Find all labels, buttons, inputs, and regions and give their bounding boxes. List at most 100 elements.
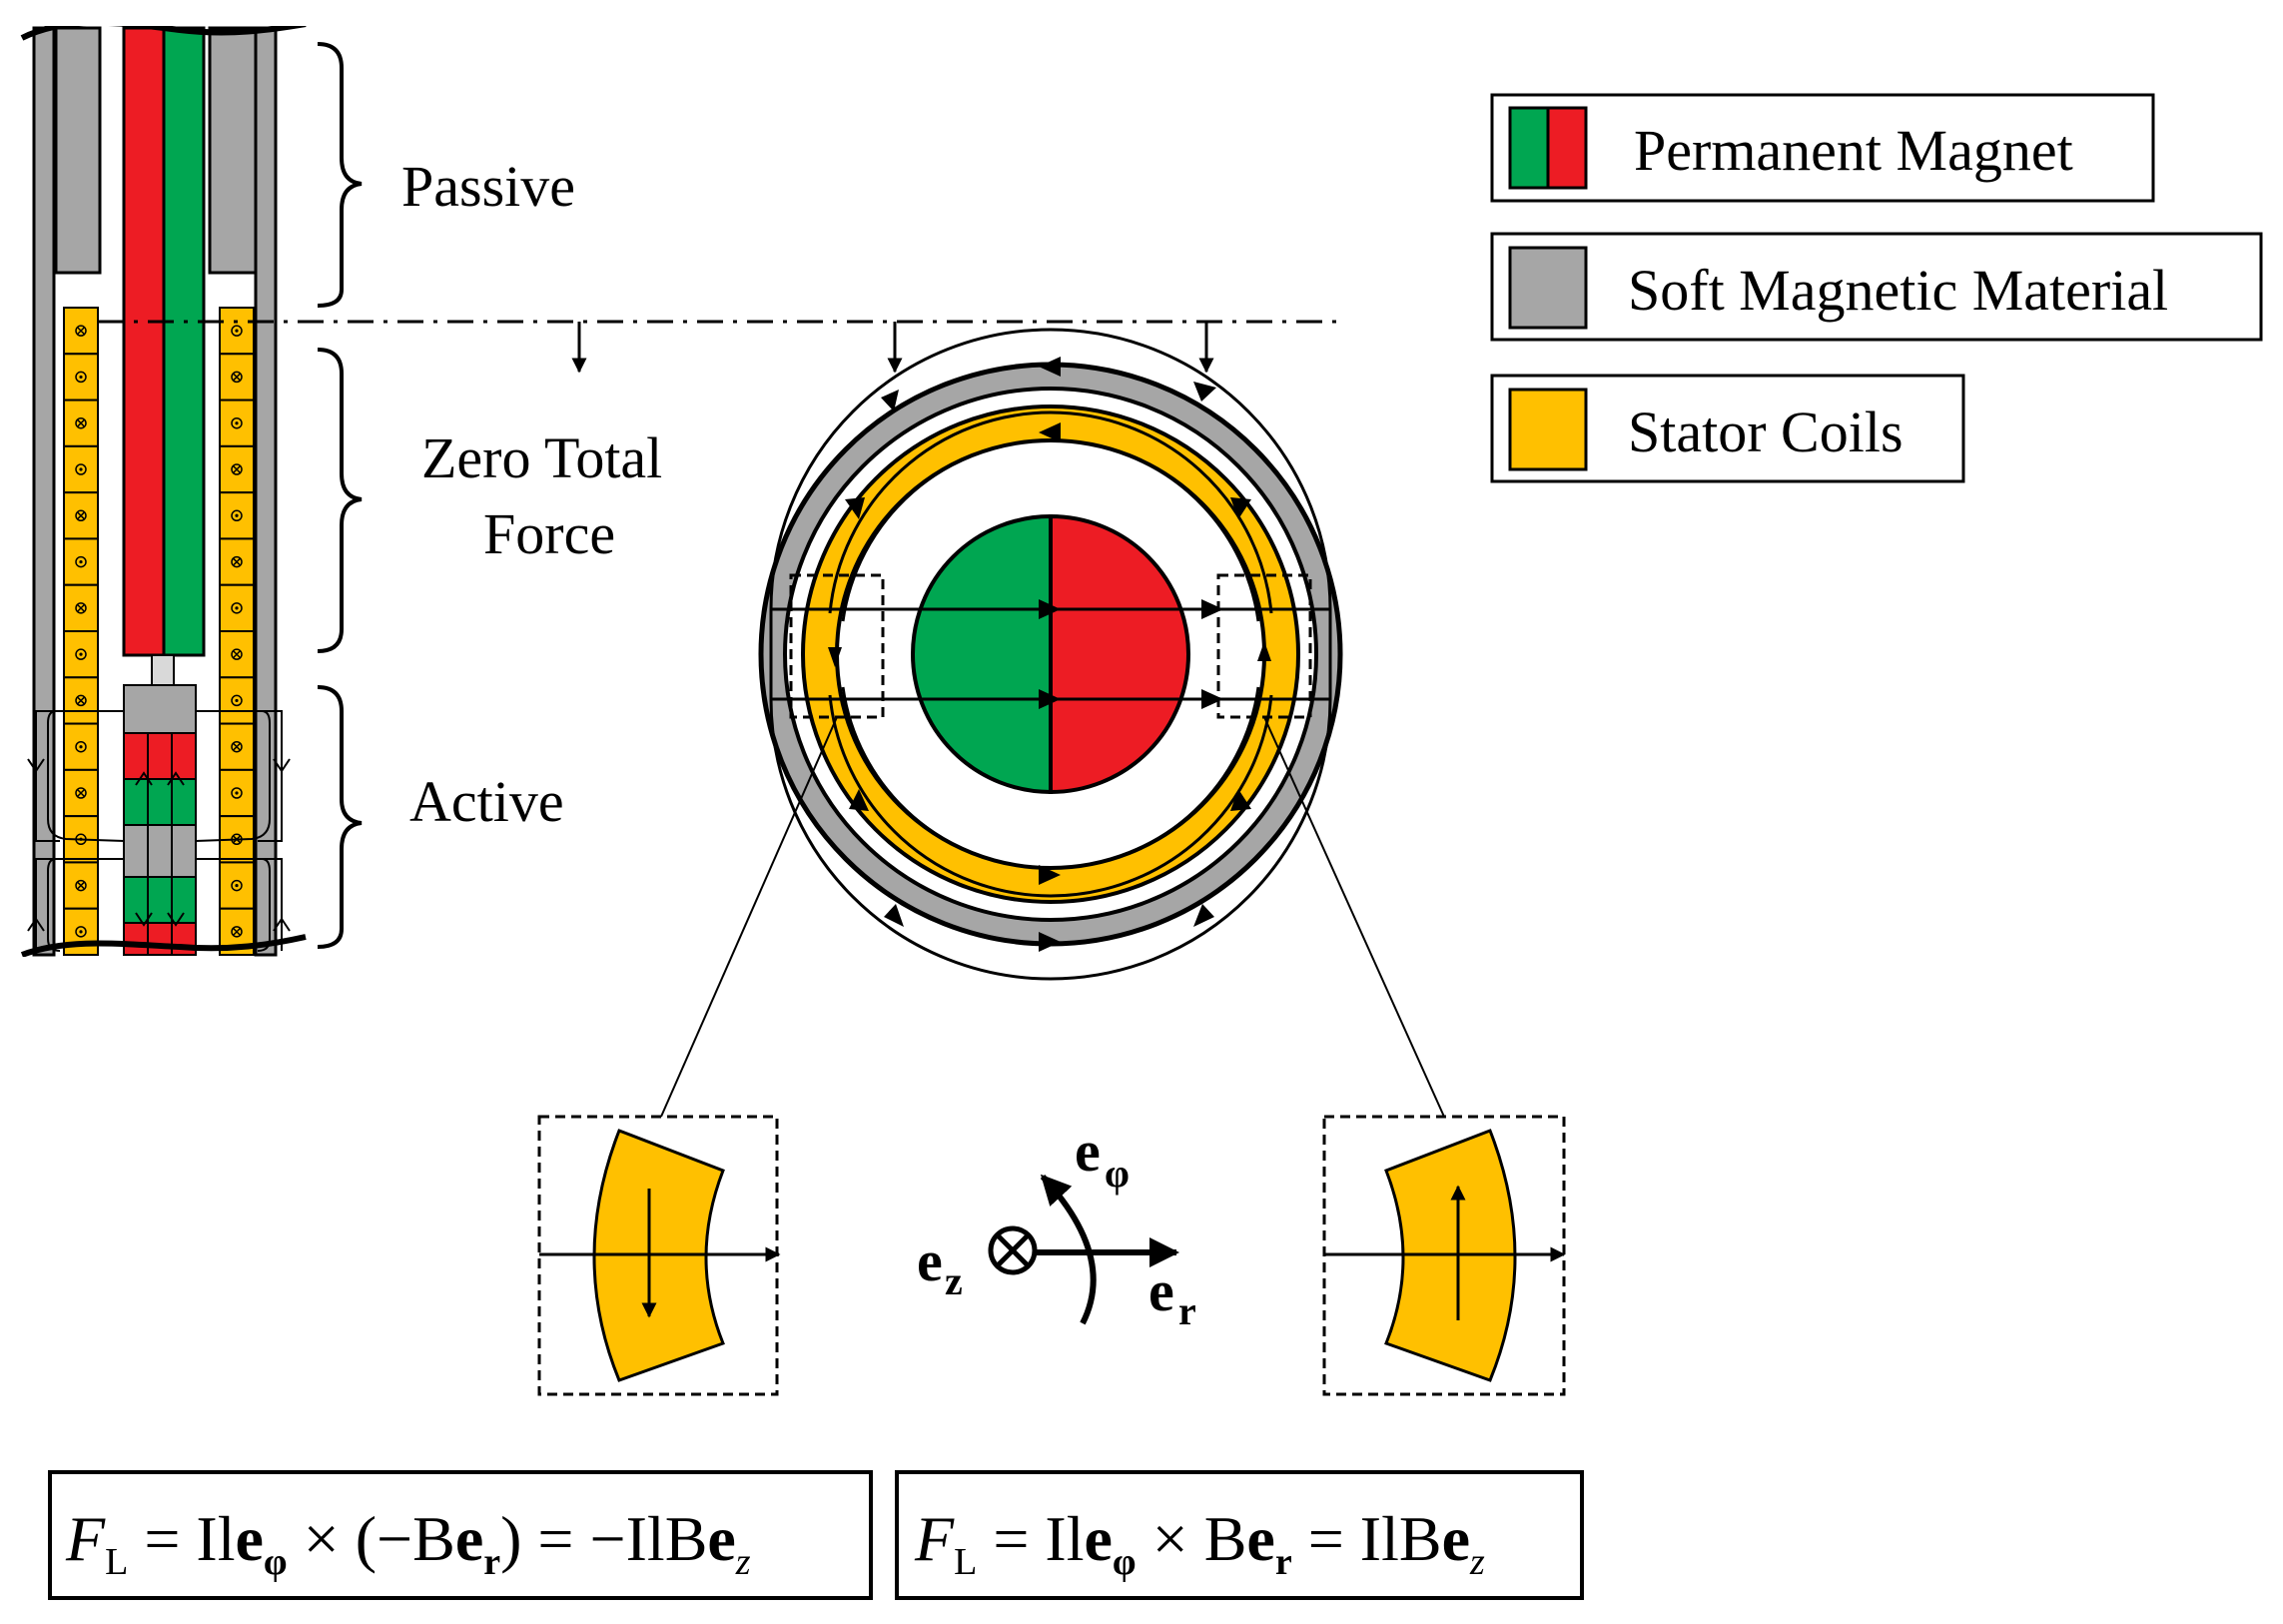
section-view-arrows (571, 322, 1214, 374)
current-direction-icon (75, 602, 87, 614)
current-direction-icon (231, 879, 243, 892)
current-out-of-page-icon (235, 513, 239, 517)
equation-left: FL = Ileφ × (−Ber) = −IlBez (48, 1470, 873, 1600)
bottom-cut-line (20, 934, 307, 958)
current-out-of-page-icon (235, 883, 239, 888)
rotor-magnet-green (162, 26, 206, 657)
current-direction-icon (231, 740, 243, 753)
bottom-mask (0, 957, 310, 987)
current-out-of-page-icon (79, 930, 83, 934)
legend: Permanent Magnet Soft Magnetic Material … (1490, 93, 2263, 483)
coordinate-system: e z e φ e r (917, 1119, 1196, 1333)
current-into-page-icon (77, 419, 85, 427)
label-zero-total-force-1: Zero Total (421, 425, 662, 490)
current-out-of-page-icon (79, 559, 83, 564)
active-magnet-1 (123, 732, 197, 780)
current-direction-icon (231, 602, 243, 614)
leader-right (1263, 716, 1445, 1118)
current-into-page-icon (77, 327, 85, 335)
ephi-label: e (1075, 1119, 1101, 1184)
passive-iron-left (54, 26, 102, 275)
stator-coil-segment (219, 676, 255, 725)
current-direction-icon (75, 648, 87, 660)
label-zero-total-force-2: Force (483, 501, 615, 566)
zoom-detail-right (1322, 1115, 1566, 1396)
current-direction-icon (75, 879, 87, 892)
current-out-of-page-icon (79, 467, 83, 471)
current-direction-icon (75, 787, 87, 799)
actuator-longitudinal-section (0, 0, 310, 987)
ring-flux-arrows (828, 357, 1271, 952)
stator-coil-segment (63, 861, 99, 910)
rotor-half-red (1049, 513, 1190, 795)
current-into-page-icon (77, 882, 85, 890)
zoom-detail-left (537, 1115, 781, 1396)
equation-right: FL = Ileφ × Ber = IlBez (895, 1470, 1584, 1600)
current-direction-icon (75, 325, 87, 337)
current-direction-icon (231, 787, 243, 799)
legend-item-soft-magnetic: Soft Magnetic Material (1490, 232, 2263, 342)
legend-item-permanent-magnet: Permanent Magnet (1490, 93, 2155, 203)
rotor-magnet-red (122, 26, 166, 657)
stator-coil-column-right (219, 307, 255, 957)
equation-left-text: FL = Ileφ × (−Ber) = −IlBez (65, 1503, 751, 1583)
top-mask (0, 0, 310, 26)
active-iron-top (123, 684, 197, 734)
section-braces (317, 42, 363, 949)
current-direction-icon (231, 463, 243, 475)
current-direction-icon (75, 463, 87, 475)
legend-label-stator-coils: Stator Coils (1628, 400, 1903, 464)
housing-wall-right (254, 26, 278, 957)
current-into-page-icon (233, 558, 241, 566)
stator-coil-column-left (63, 307, 99, 957)
current-direction-icon (231, 416, 243, 429)
er-label: e (1148, 1258, 1174, 1323)
current-direction-icon (75, 694, 87, 707)
active-iron-mid (123, 824, 197, 878)
actuator-cross-section (758, 328, 1343, 981)
label-passive: Passive (401, 154, 575, 219)
current-out-of-page-icon (79, 745, 83, 749)
current-into-page-icon (233, 465, 241, 473)
current-out-of-page-icon (235, 606, 239, 610)
current-into-page-icon (233, 373, 241, 381)
current-out-of-page-icon (79, 375, 83, 380)
ez-sub: z (945, 1258, 963, 1303)
current-direction-icon (75, 555, 87, 568)
label-active: Active (409, 769, 564, 834)
rotor-half-green (911, 513, 1053, 795)
current-direction-icon (75, 740, 87, 753)
equation-right-text: FL = Ileφ × Ber = IlBez (914, 1503, 1485, 1583)
current-direction-icon (231, 325, 243, 337)
flux-arrowheads (27, 758, 291, 932)
current-into-page-icon (233, 743, 241, 751)
current-out-of-page-icon (235, 698, 239, 703)
current-into-page-icon (77, 604, 85, 612)
current-out-of-page-icon (79, 652, 83, 656)
current-into-page-icon (77, 789, 85, 797)
stator-coil-segment (63, 768, 99, 818)
current-direction-icon (231, 694, 243, 707)
current-direction-icon (75, 926, 87, 938)
legend-label-soft-magnetic: Soft Magnetic Material (1628, 258, 2168, 323)
active-magnet-2 (123, 778, 197, 826)
rotor-shaft (151, 654, 175, 686)
ez-label: e (917, 1228, 943, 1293)
ephi-sub: φ (1105, 1151, 1130, 1196)
current-into-page-icon (77, 511, 85, 519)
current-into-page-icon (233, 928, 241, 936)
current-out-of-page-icon (235, 791, 239, 795)
passive-iron-right (208, 26, 258, 275)
current-direction-icon (231, 371, 243, 384)
current-direction-icon (75, 416, 87, 429)
current-into-page-icon (233, 650, 241, 658)
current-into-page-icon (77, 696, 85, 704)
legend-label-permanent-magnet: Permanent Magnet (1634, 118, 2073, 183)
current-direction-icon (75, 509, 87, 522)
stator-coil-segment (63, 444, 99, 494)
legend-item-stator-coils: Stator Coils (1490, 374, 1965, 483)
active-magnet-3 (123, 876, 197, 924)
current-out-of-page-icon (235, 329, 239, 333)
leader-left (660, 716, 838, 1118)
